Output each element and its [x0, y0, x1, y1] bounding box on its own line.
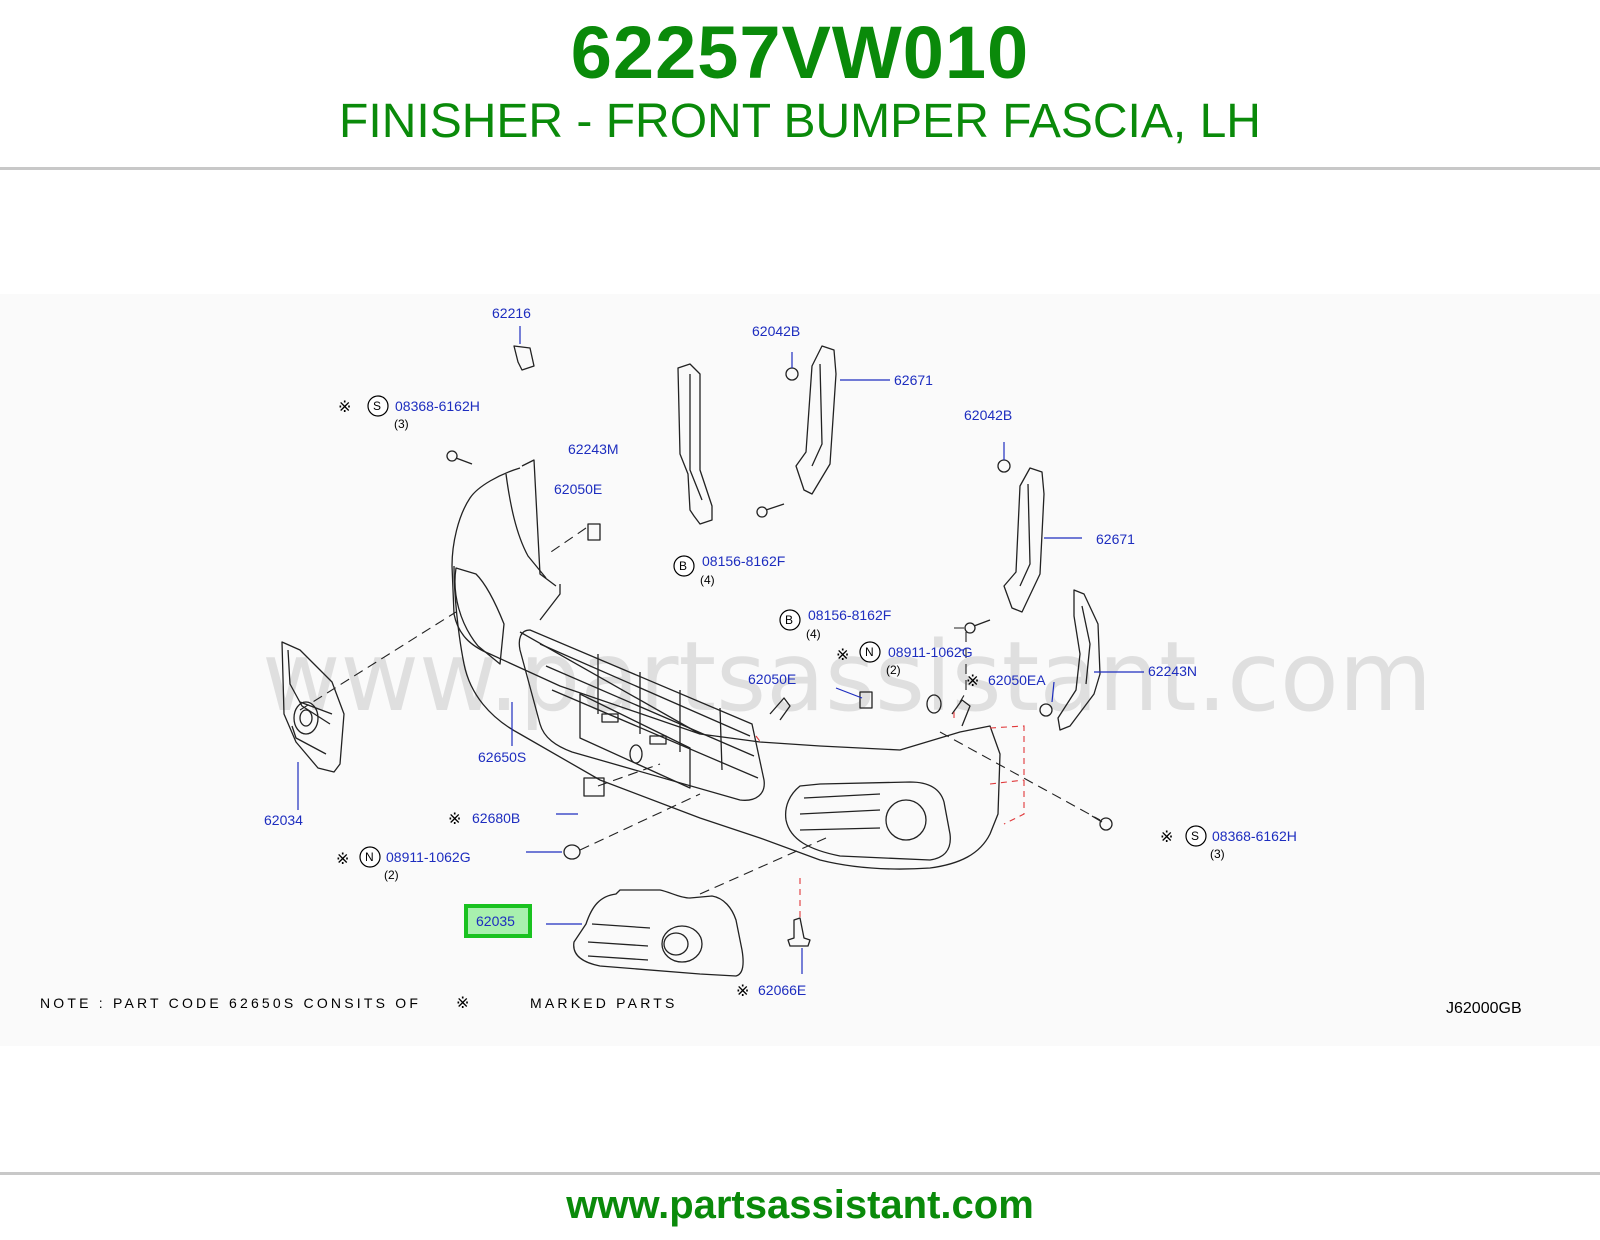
callout-62050e-lower[interactable]: 62050E	[748, 671, 796, 687]
callout-group-62680b: ※ 62680B	[448, 809, 520, 828]
n-symbol-letter: N	[365, 850, 374, 864]
callout-62042b-lower[interactable]: 62042B	[964, 407, 1012, 423]
s-symbol-letter: S	[373, 399, 381, 413]
assembly-lines	[299, 527, 1101, 918]
callout-group-08911-lower: ※ N 08911-1062G (2)	[336, 846, 471, 882]
n-symbol-circle	[859, 641, 881, 663]
footer-url[interactable]: www.partsassistant.com	[566, 1183, 1034, 1227]
b-symbol-letter: B	[679, 559, 687, 573]
callout-62243n[interactable]: 62243N	[1148, 663, 1197, 679]
callout-group-08156-lower: B 08156-8162F (4)	[779, 607, 891, 641]
callout-62671-lower[interactable]: 62671	[1096, 531, 1135, 547]
callout-62050ea[interactable]: 62050EA	[988, 672, 1046, 688]
diagram-note: NOTE : PART CODE 62650S CONSITS OF ※ MAR…	[40, 993, 678, 1012]
callout-62680b[interactable]: 62680B	[472, 810, 520, 826]
highlighted-callout-62035[interactable]: 62035	[464, 904, 532, 938]
mark-symbol: ※	[736, 981, 749, 1000]
reinforcement-62671-b-drawing	[1003, 467, 1045, 613]
mark-symbol: ※	[966, 671, 979, 690]
callout-08911-1062g-lower[interactable]: 08911-1062G	[386, 849, 471, 865]
note-text: NOTE : PART CODE 62650S CONSITS OF	[40, 995, 421, 1011]
callout-62035[interactable]: 62035	[476, 913, 515, 929]
s-symbol-circle	[1185, 825, 1207, 847]
note-mark-symbol: ※	[456, 993, 469, 1012]
diagram-code: J62000GB	[1446, 1000, 1522, 1017]
page-header: 62257VW010 FINISHER - FRONT BUMPER FASCI…	[0, 0, 1600, 168]
mark-symbol: ※	[836, 645, 849, 664]
callout-62066e[interactable]: 62066E	[758, 982, 806, 998]
n-symbol-circle	[359, 846, 381, 868]
callout-62243m[interactable]: 62243M	[568, 441, 619, 457]
callout-08156-8162f-upper[interactable]: 08156-8162F	[702, 553, 785, 569]
callout-62042b-upper[interactable]: 62042B	[752, 323, 800, 339]
callout-group-08156-upper: B 08156-8162F (4)	[673, 553, 785, 587]
bottom-divider	[0, 1172, 1600, 1175]
watermark: www.partsassistant.com	[262, 621, 1432, 733]
callout-62650s[interactable]: 62650S	[478, 749, 526, 765]
b-symbol-circle	[673, 555, 695, 577]
reinforcement-62671-a-drawing	[795, 345, 837, 495]
bumper-fascia-drawing	[451, 459, 1001, 870]
highlight-box	[464, 904, 532, 938]
callout-62034[interactable]: 62034	[264, 812, 303, 828]
callout-62050e-upper[interactable]: 62050E	[554, 481, 602, 497]
quantity-08156-lower: (4)	[806, 627, 821, 641]
callout-08156-8162f-lower[interactable]: 08156-8162F	[808, 607, 891, 623]
quantity-08368-lower: (3)	[1210, 847, 1225, 861]
mark-symbol: ※	[1160, 827, 1173, 846]
callout-group-62066e: ※ 62066E	[736, 981, 806, 1000]
quantity-08156-upper: (4)	[700, 573, 715, 587]
callout-08911-1062g-upper[interactable]: 08911-1062G	[888, 644, 973, 660]
mark-symbol: ※	[448, 809, 461, 828]
left-fog-finisher-drawing	[281, 641, 345, 773]
callout-group-08368-upper: ※ S 08368-6162H (3)	[338, 395, 480, 431]
note-tail-text: MARKED PARTS	[530, 995, 678, 1011]
top-divider	[0, 167, 1600, 170]
leader-lines	[297, 326, 1144, 974]
b-symbol-circle	[779, 609, 801, 631]
callout-08368-6162h-lower[interactable]: 08368-6162H	[1212, 828, 1297, 844]
b-symbol-letter: B	[785, 613, 793, 627]
mark-symbol: ※	[336, 849, 349, 868]
part-description: FINISHER - FRONT BUMPER FASCIA, LH	[339, 95, 1261, 148]
n-symbol-letter: N	[865, 645, 874, 659]
quantity-08911-lower: (2)	[384, 868, 399, 882]
right-fog-finisher-drawing	[573, 889, 744, 977]
bracket-62243m-drawing	[677, 363, 713, 525]
part-number-title: 62257VW010	[570, 11, 1030, 94]
callout-08368-6162h-upper[interactable]: 08368-6162H	[395, 398, 480, 414]
diagram-canvas: www.partsassistant.com	[40, 305, 1522, 1017]
callout-group-08368-lower: ※ S 08368-6162H (3)	[1160, 825, 1297, 861]
quantity-08911-upper: (2)	[886, 663, 901, 677]
parts-diagram: www.partsassistant.com	[0, 294, 1600, 1046]
quantity-08368-upper: (3)	[394, 417, 409, 431]
s-symbol-letter: S	[1191, 829, 1199, 843]
callout-group-08911-upper: ※ N 08911-1062G (2)	[836, 641, 973, 677]
callout-62671-upper[interactable]: 62671	[894, 372, 933, 388]
callout-62216[interactable]: 62216	[492, 305, 531, 321]
s-symbol-circle	[367, 395, 389, 417]
callout-group-62050ea: ※ 62050EA	[966, 671, 1046, 690]
mark-symbol: ※	[338, 397, 351, 416]
bracket-62243n-drawing	[1057, 589, 1101, 731]
